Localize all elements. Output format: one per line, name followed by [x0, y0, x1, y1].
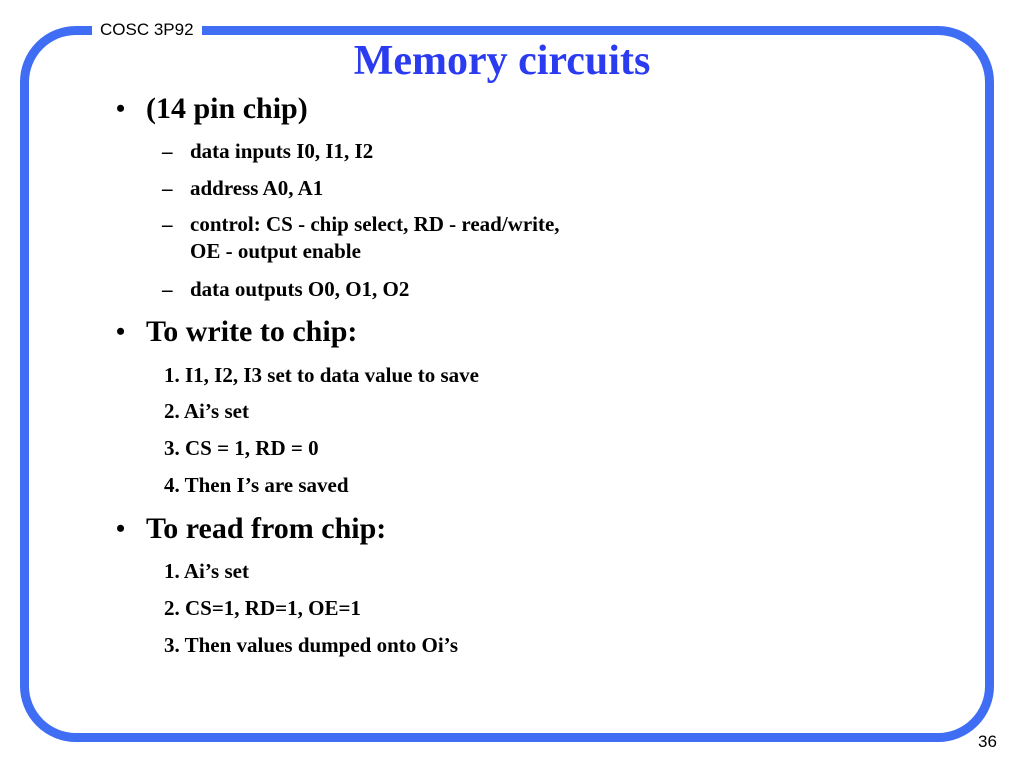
bullet-text: To write to chip:	[146, 315, 358, 348]
course-label: COSC 3P92	[92, 17, 202, 43]
bullet-text: (14 pin chip)	[146, 92, 308, 125]
dash: –	[162, 277, 173, 301]
dash: –	[162, 212, 173, 236]
sub-item-text: address A0, A1	[190, 176, 324, 200]
bullet-dot: •	[116, 94, 126, 123]
sub-item-text: data outputs O0, O1, O2	[190, 277, 410, 301]
slide-frame	[20, 26, 994, 742]
sub-item-text: data inputs I0, I1, I2	[190, 139, 374, 163]
sub-item-text: control: CS - chip select, RD - read/wri…	[190, 212, 560, 236]
write-step: 3. CS = 1, RD = 0	[164, 436, 319, 460]
write-step: 1. I1, I2, I3 set to data value to save	[164, 363, 479, 387]
dash: –	[162, 176, 173, 200]
write-step: 4. Then I’s are saved	[164, 473, 349, 497]
slide-title: Memory circuits	[353, 38, 651, 84]
page-number: 36	[978, 732, 997, 751]
dash: –	[162, 139, 173, 163]
read-step: 3. Then values dumped onto Oi’s	[164, 633, 459, 657]
write-step: 2. Ai’s set	[164, 399, 249, 423]
sub-item-text: OE - output enable	[190, 239, 361, 263]
bullet-dot: •	[116, 317, 126, 346]
bullet-text: To read from chip:	[146, 512, 387, 545]
read-step: 2. CS=1, RD=1, OE=1	[164, 596, 361, 620]
read-step: 1. Ai’s set	[164, 559, 249, 583]
bullet-dot: •	[116, 514, 126, 543]
